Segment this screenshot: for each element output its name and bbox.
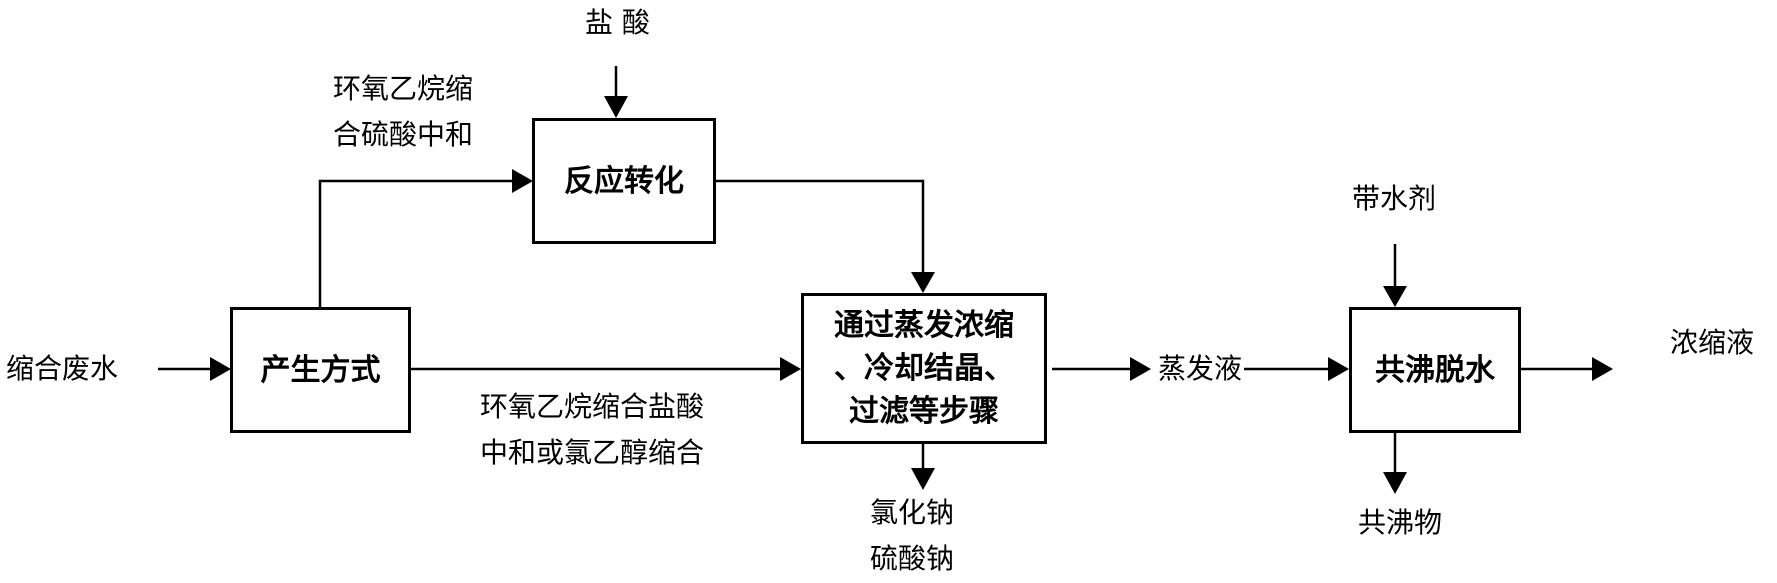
edge-source-to-evaporation xyxy=(410,357,801,381)
edge-source-to-reaction xyxy=(318,169,533,307)
node-azeotrope: 共沸脱水 xyxy=(1349,307,1521,433)
arrowhead-icon xyxy=(512,169,533,193)
node-evaporation: 通过蒸发浓缩 、冷却结晶、 过滤等步骤 xyxy=(801,293,1047,444)
edge-evaporation-to-liquid xyxy=(1052,357,1151,381)
arrowhead-icon xyxy=(1383,472,1407,494)
arrowhead-icon xyxy=(210,357,231,381)
label-salts-line-2: 硫酸钠 xyxy=(870,542,955,575)
arrowhead-icon xyxy=(780,357,801,381)
arrowhead-icon xyxy=(911,468,935,490)
label-branch-upper-line-1: 环氧乙烷缩 xyxy=(333,72,474,105)
edge-azeotrope-to-product xyxy=(1383,432,1407,494)
label-branch-upper: 环氧乙烷缩 合硫酸中和 xyxy=(333,66,473,158)
node-source-label: 产生方式 xyxy=(260,352,381,388)
label-branch-lower: 环氧乙烷缩合盐酸 中和或氯乙醇缩合 xyxy=(480,384,704,476)
label-branch-upper-line-2: 合硫酸中和 xyxy=(333,118,474,151)
edge-azeotrope-to-concentrate xyxy=(1520,357,1613,381)
edge-reaction-to-evaporation xyxy=(715,179,935,293)
label-hydrochloric-acid: 盐 酸 xyxy=(585,6,650,39)
edge-wastewater-to-source xyxy=(158,357,231,381)
edge-hcl-to-reaction xyxy=(604,66,628,118)
arrowhead-icon xyxy=(1383,286,1407,307)
arrowhead-icon xyxy=(911,272,935,293)
label-concentrate: 浓缩液 xyxy=(1670,326,1755,359)
label-evaporated-liquid: 蒸发液 xyxy=(1158,352,1243,385)
node-azeotrope-label: 共沸脱水 xyxy=(1375,352,1495,388)
label-branch-lower-line-2: 中和或氯乙醇缩合 xyxy=(480,436,705,469)
label-entrainer: 带水剂 xyxy=(1352,182,1437,215)
node-source: 产生方式 xyxy=(230,307,411,433)
label-salts-line-1: 氯化钠 xyxy=(870,496,955,529)
label-azeotrope-product: 共沸物 xyxy=(1358,506,1443,539)
node-evaporation-line-1: 通过蒸发浓缩 xyxy=(834,308,1014,343)
node-reaction: 反应转化 xyxy=(532,118,716,244)
edge-evaporation-to-salts xyxy=(911,443,935,490)
arrowhead-icon xyxy=(1130,357,1151,381)
label-salts: 氯化钠 硫酸钠 xyxy=(870,490,954,582)
edge-entrainer-to-azeotrope xyxy=(1383,244,1407,307)
node-evaporation-line-3: 过滤等步骤 xyxy=(849,394,999,429)
node-evaporation-line-2: 、冷却结晶、 xyxy=(834,351,1014,386)
arrowhead-icon xyxy=(1592,357,1613,381)
label-branch-lower-line-1: 环氧乙烷缩合盐酸 xyxy=(480,390,705,423)
arrowhead-icon xyxy=(1328,357,1349,381)
label-input-wastewater: 缩合废水 xyxy=(6,352,119,385)
edge-liquid-to-azeotrope xyxy=(1244,357,1349,381)
arrowhead-icon xyxy=(604,96,628,118)
node-reaction-label: 反应转化 xyxy=(564,163,684,199)
